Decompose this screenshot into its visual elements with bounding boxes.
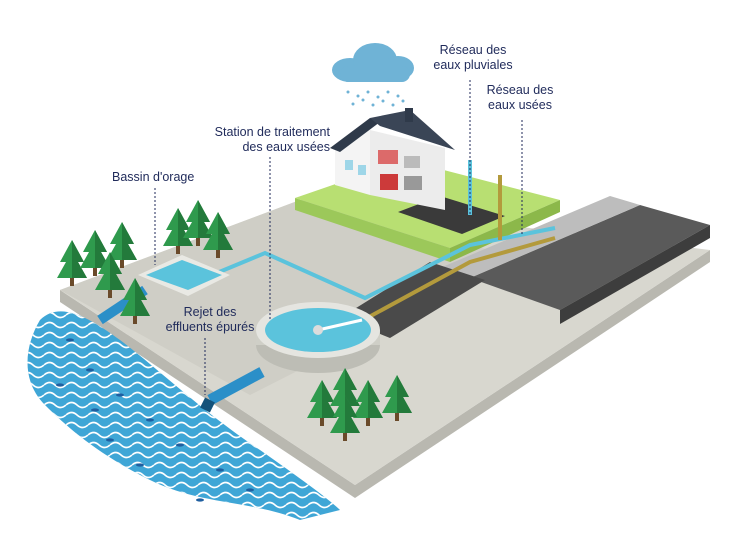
label-rain-network-line2: eaux pluviales — [433, 58, 513, 72]
storm-basin — [138, 255, 230, 296]
label-rain-network-line1: Réseau des — [439, 43, 507, 57]
label-treatment-station: Station de traitement des eaux usées — [180, 125, 330, 155]
label-discharge: Rejet des effluents épurés — [150, 305, 270, 335]
pipe-waste — [344, 175, 556, 332]
label-discharge-line1: Rejet des — [183, 305, 237, 319]
label-station-line2: des eaux usées — [242, 140, 330, 154]
label-station-line1: Station de traitement — [214, 125, 330, 139]
label-rain-network: Réseau des eaux pluviales — [418, 43, 528, 73]
treatment-clarifier — [256, 302, 380, 373]
rain-cloud-icon — [332, 43, 414, 107]
pipe-trench — [340, 262, 485, 338]
leader-lines — [154, 80, 523, 395]
label-waste-network: Réseau des eaux usées — [470, 83, 570, 113]
label-waste-network-line1: Réseau des — [486, 83, 554, 97]
label-waste-network-line2: eaux usées — [488, 98, 552, 112]
house — [330, 108, 455, 210]
label-discharge-line2: effluents épurés — [165, 320, 255, 334]
river — [27, 311, 340, 520]
label-storm-basin: Bassin d'orage — [112, 170, 195, 184]
